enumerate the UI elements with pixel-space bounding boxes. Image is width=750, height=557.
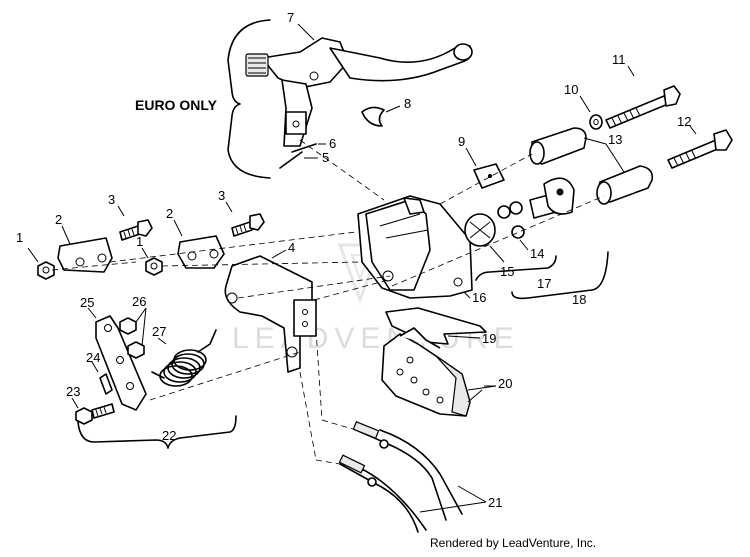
lever-plate-part-25 xyxy=(95,315,147,411)
callout-7: 7 xyxy=(287,10,294,25)
callout-5: 5 xyxy=(322,150,329,165)
bolt-part-3b xyxy=(231,213,265,237)
group-bracket-18 xyxy=(511,251,609,300)
clip-part-6 xyxy=(291,143,317,153)
bushing-part-26 xyxy=(119,317,145,359)
callout-1b: 1 xyxy=(136,234,143,249)
euro-only-label: EURO ONLY xyxy=(135,97,218,113)
bolt-part-23 xyxy=(75,403,115,425)
seal-part-15 xyxy=(464,213,496,247)
clip-part-24 xyxy=(99,373,113,395)
callout-25: 25 xyxy=(80,295,94,310)
shim-part-8 xyxy=(361,106,385,127)
caliper-housing-part-16 xyxy=(357,195,473,299)
callout-18: 18 xyxy=(572,292,586,307)
callout-23: 23 xyxy=(66,384,80,399)
nut-part-1b xyxy=(145,257,163,276)
callout-16: 16 xyxy=(472,290,486,305)
bushing-part-13b xyxy=(596,165,654,205)
callout-3a: 3 xyxy=(108,192,115,207)
callout-13: 13 xyxy=(608,132,622,147)
brake-pads-part-20 xyxy=(381,327,471,417)
callout-11: 11 xyxy=(612,52,626,67)
callout-20: 20 xyxy=(498,376,512,391)
group-bracket-17 xyxy=(475,255,557,281)
callout-22: 22 xyxy=(162,428,176,443)
callout-9: 9 xyxy=(458,134,465,149)
euro-only-bracket xyxy=(227,19,271,179)
callout-4: 4 xyxy=(288,240,295,255)
callout-1a: 1 xyxy=(16,230,23,245)
callout-19: 19 xyxy=(482,331,496,346)
mounting-bracket-part-4 xyxy=(224,255,317,373)
callout-21: 21 xyxy=(488,495,502,510)
clevis-part-2a xyxy=(57,237,113,273)
callout-2a: 2 xyxy=(55,212,62,227)
render-credit: Rendered by LeadVenture, Inc. xyxy=(430,536,597,550)
spring-plate-part-19 xyxy=(385,307,487,345)
bolt-part-12 xyxy=(667,129,733,169)
callout-12: 12 xyxy=(677,114,691,129)
callout-26: 26 xyxy=(132,294,146,309)
pin-part-5 xyxy=(279,151,303,169)
callout-6: 6 xyxy=(329,136,336,151)
bushing-part-13a xyxy=(529,127,587,165)
callout-2b: 2 xyxy=(166,206,173,221)
callout-10: 10 xyxy=(564,82,578,97)
bolt-part-11 xyxy=(605,85,681,129)
callout-3b: 3 xyxy=(218,188,225,203)
bolt-part-3a xyxy=(119,219,153,241)
clevis-part-2b xyxy=(177,235,225,269)
piston-part-14 xyxy=(497,177,575,239)
callout-27: 27 xyxy=(152,324,166,339)
callout-17: 17 xyxy=(537,276,551,291)
torsion-spring-part-27 xyxy=(151,329,217,387)
washer-part-10 xyxy=(589,114,603,130)
nut-part-1a xyxy=(37,261,55,280)
callout-8: 8 xyxy=(404,96,411,111)
brake-lever-assembly xyxy=(245,37,473,147)
callout-24: 24 xyxy=(86,350,100,365)
assembly-guide-lines xyxy=(51,139,605,465)
group-bracket-22 xyxy=(77,415,237,449)
callout-14: 14 xyxy=(530,246,544,261)
brake-cable-part-21 xyxy=(338,421,463,533)
